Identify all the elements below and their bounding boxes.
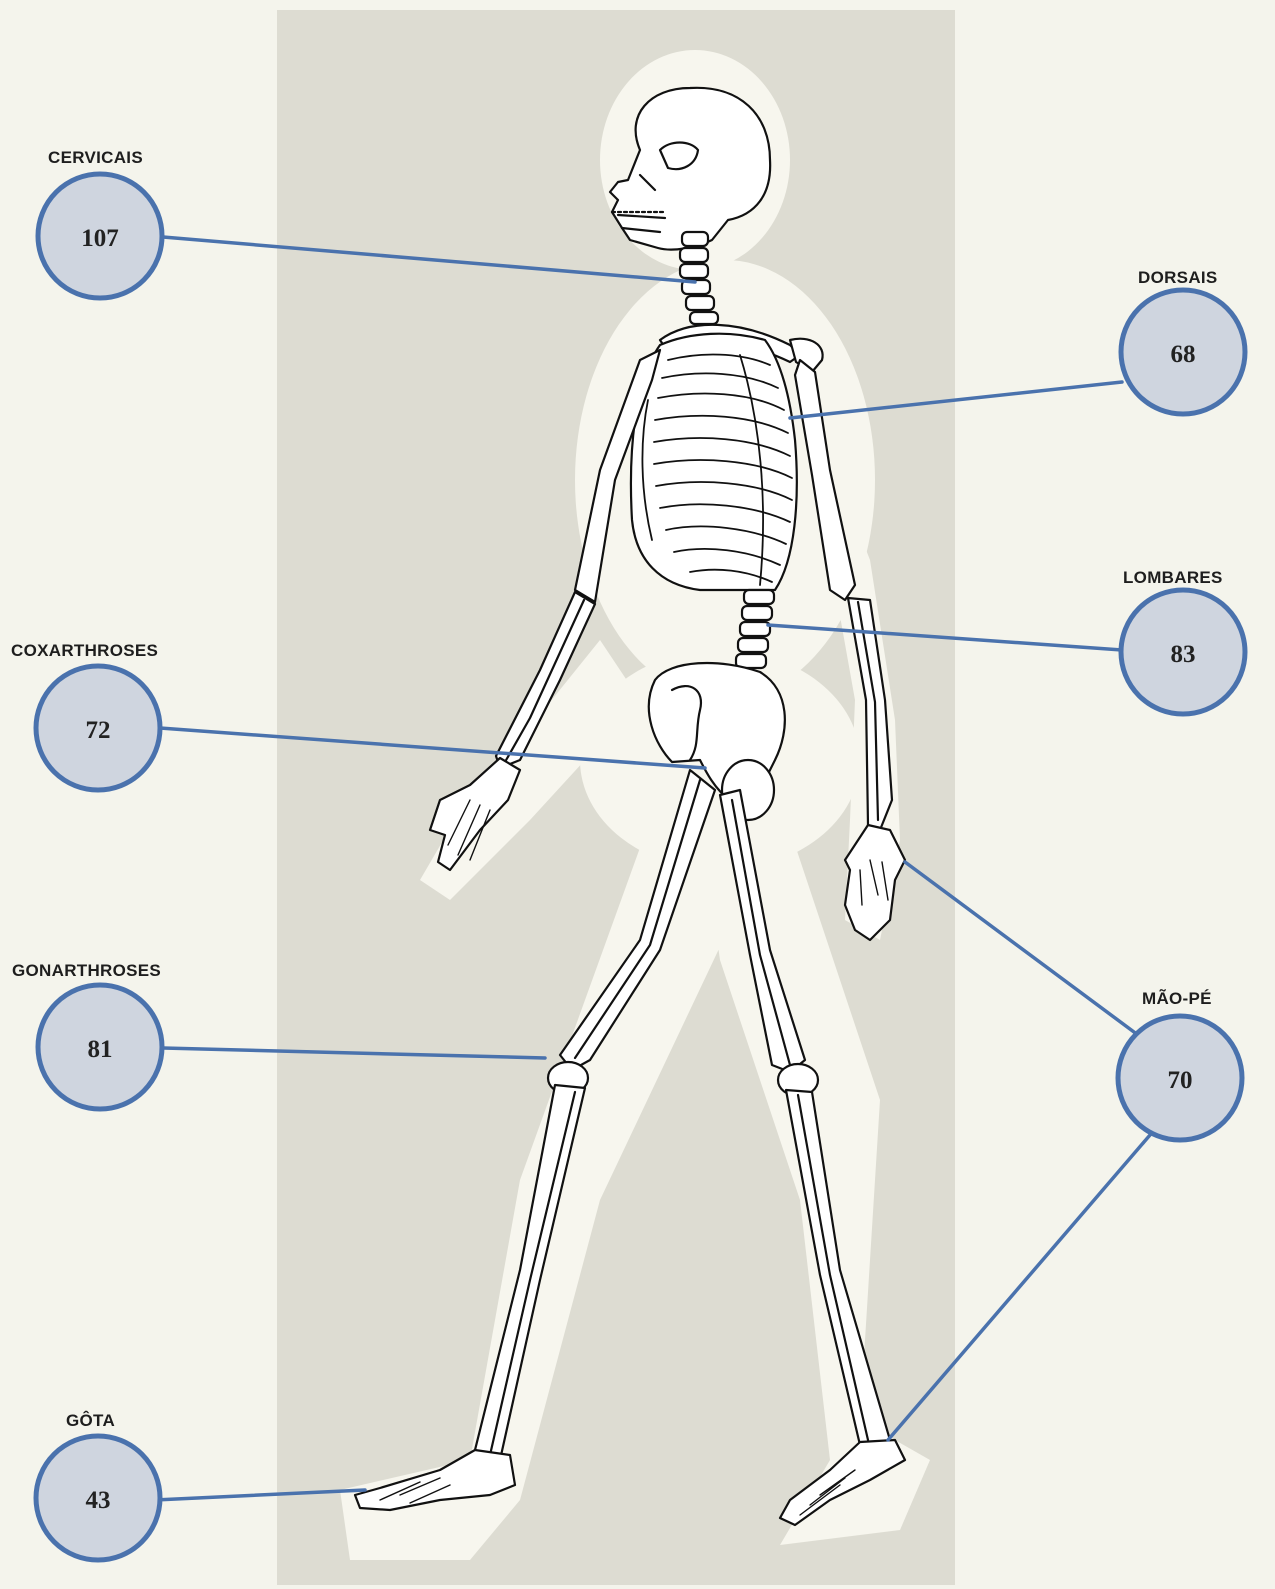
dorsais-value: 68 [1171, 341, 1196, 368]
callout-circle-cervicais: 107 [38, 174, 162, 298]
label-cervicais: CERVICAIS [48, 148, 143, 168]
callout-circle-mao-pe: 70 [1118, 1016, 1242, 1140]
lombares-value: 83 [1171, 641, 1196, 668]
mao-pe-value: 70 [1168, 1067, 1193, 1094]
ribcage [631, 334, 797, 590]
label-gota: GÔTA [66, 1411, 115, 1431]
label-lombares: LOMBARES [1123, 568, 1223, 588]
callout-circle-lombares: 83 [1121, 590, 1245, 714]
label-gonarthroses: GONARTHROSES [12, 961, 161, 981]
coxarthroses-value: 72 [86, 717, 111, 744]
callout-circle-gota: 43 [36, 1436, 160, 1560]
cervicais-value: 107 [81, 225, 119, 252]
label-mao-pe: MÃO-PÉ [1142, 989, 1212, 1009]
label-coxarthroses: COXARTHROSES [11, 641, 158, 661]
label-dorsais: DORSAIS [1138, 268, 1218, 288]
callout-circle-gonarthroses: 81 [38, 985, 162, 1109]
callout-circle-dorsais: 68 [1121, 290, 1245, 414]
gonarthroses-value: 81 [88, 1036, 113, 1063]
callout-circle-coxarthroses: 72 [36, 666, 160, 790]
gota-value: 43 [86, 1487, 111, 1514]
